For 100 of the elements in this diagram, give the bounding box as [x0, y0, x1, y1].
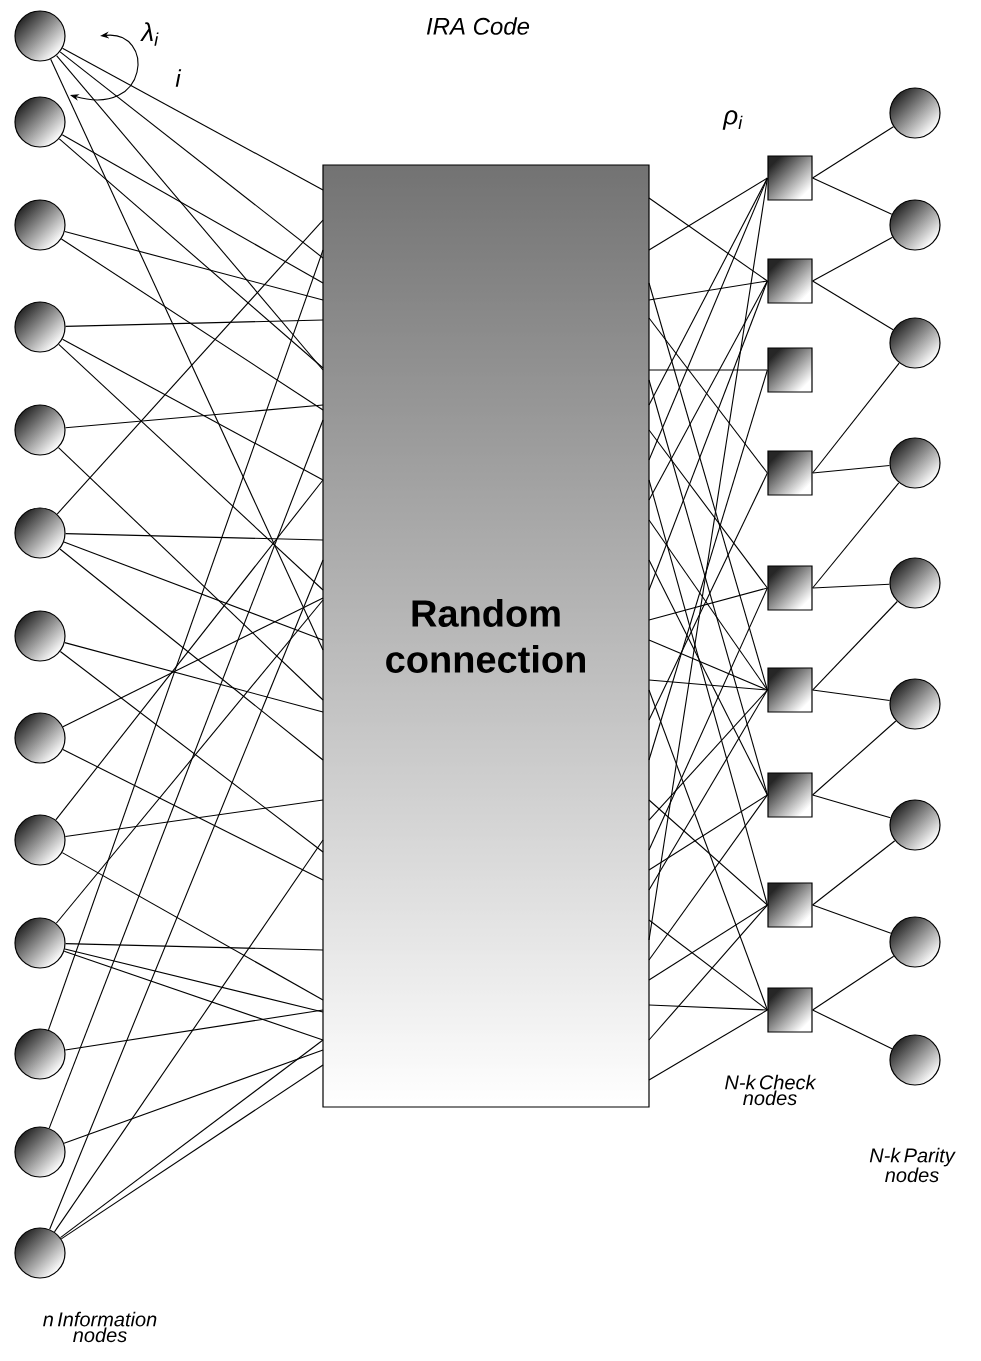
node-circle [14, 1126, 66, 1178]
connector-line [648, 197, 768, 282]
node-circle [889, 678, 941, 730]
connector-line [648, 679, 768, 691]
connector-line [56, 55, 324, 371]
connector-line [59, 651, 324, 853]
connector-line [48, 419, 324, 1129]
connector-line [648, 429, 768, 589]
caption-text: n Information nodes [43, 1311, 157, 1343]
connector-line [812, 840, 896, 906]
connector-line [59, 51, 324, 259]
connector-line [648, 177, 768, 251]
connector-line [56, 219, 324, 515]
caption-text: N-k Check nodes [725, 1074, 817, 1106]
connector-line [648, 472, 768, 721]
node-circle [889, 1034, 941, 1086]
check-square [767, 258, 813, 304]
node-circle [14, 917, 66, 969]
connector-line [61, 134, 324, 284]
connector-line [64, 1009, 324, 1051]
node-circle [14, 404, 66, 456]
caption-text: i [175, 69, 182, 87]
connector-line [648, 280, 768, 301]
connector-line [50, 58, 324, 651]
connector-line [63, 541, 324, 641]
connector-line [648, 280, 768, 591]
connector-line [648, 519, 768, 691]
connector-line [648, 904, 768, 1041]
connector-line [65, 319, 324, 327]
connector-line [61, 852, 324, 1001]
caption-text: IRA Code [426, 17, 530, 35]
connector-line [49, 559, 324, 1230]
connector-line [648, 1009, 768, 1081]
connector-line [812, 689, 891, 702]
connector-line [812, 236, 894, 282]
connector-line [812, 1009, 893, 1050]
connector-line [60, 238, 324, 411]
connector-line [648, 794, 768, 871]
node-circle [889, 437, 941, 489]
caption-text: λ$_{i}$ [140, 22, 159, 46]
connector-line [64, 231, 324, 301]
check-square [767, 987, 813, 1033]
node-circle [14, 199, 66, 251]
check-square [767, 882, 813, 928]
connector-line [648, 177, 768, 461]
connector-line [64, 948, 324, 1013]
connector-line [812, 464, 891, 474]
check-square [767, 772, 813, 818]
caption-text: ρ$_{i}$ [722, 110, 743, 130]
node-circle [889, 799, 941, 851]
connector-line [648, 904, 768, 981]
connector-line [64, 799, 324, 837]
connector-line [812, 794, 891, 819]
connector-line [58, 343, 324, 591]
connector-line [812, 904, 892, 934]
connector-line [648, 1004, 768, 1011]
connector-line [648, 689, 768, 1011]
node-circle [14, 1028, 66, 1080]
node-circle [14, 10, 66, 62]
node-circle [889, 557, 941, 609]
connector-line [812, 126, 894, 179]
connector-line [64, 642, 324, 713]
node-circle [14, 712, 66, 764]
connector-line [648, 317, 768, 474]
caption-text: N-k Parity nodes [869, 1147, 956, 1183]
check-square [767, 155, 813, 201]
node-circle [14, 610, 66, 662]
check-square [767, 565, 813, 611]
connector-line [648, 587, 768, 621]
connector-line [648, 479, 768, 906]
connector-line [47, 249, 324, 1031]
connector-line [648, 559, 768, 796]
random-connection-box: Random connection [322, 164, 650, 1108]
connector-line [63, 1049, 324, 1144]
check-square [767, 667, 813, 713]
connector-line [812, 177, 893, 215]
check-square [767, 450, 813, 496]
connector-line [812, 482, 900, 589]
connector-line [648, 280, 768, 501]
connector-line [62, 748, 324, 881]
node-circle [889, 199, 941, 251]
connector-line [64, 404, 324, 429]
node-circle [14, 814, 66, 866]
connector-line [812, 362, 900, 474]
connector-line [59, 548, 324, 761]
node-circle [14, 507, 66, 559]
connector-line [61, 338, 324, 481]
connector-line [65, 533, 324, 541]
node-circle [14, 96, 66, 148]
connector-line [648, 689, 768, 891]
connector-line [58, 138, 324, 369]
connector-line [648, 177, 768, 406]
connector-line [55, 599, 324, 924]
connector-line [55, 479, 324, 821]
connector-line [648, 369, 768, 371]
connector-line [812, 280, 894, 331]
connector-line [648, 177, 768, 941]
node-circle [889, 916, 941, 968]
connector-line [53, 839, 324, 1233]
node-circle [14, 1227, 66, 1279]
